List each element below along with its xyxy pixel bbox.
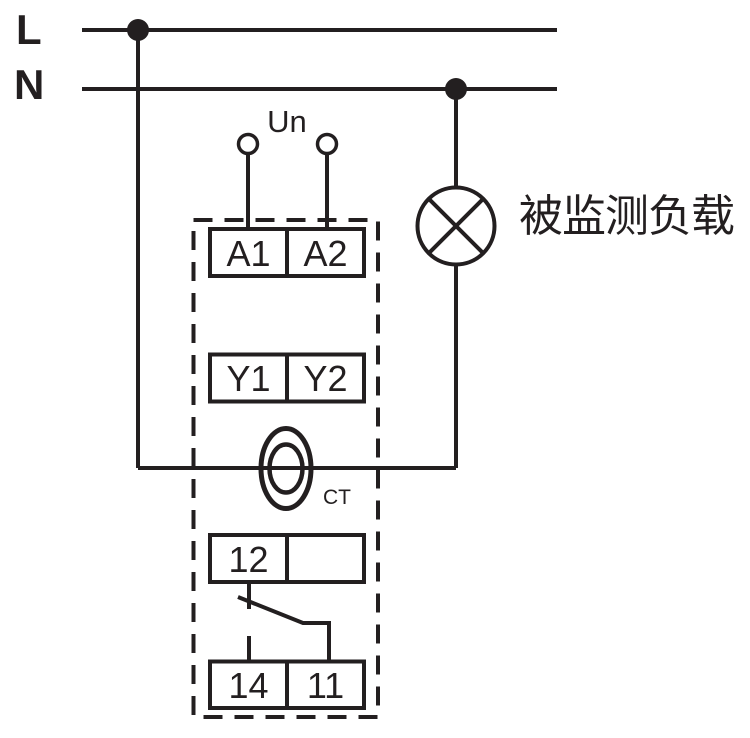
terminal-y2-label: Y2 [303,358,347,399]
neutral-line-label: N [14,61,44,108]
terminal-14-label: 14 [228,665,268,706]
un-terminal-right [315,132,339,156]
relay-switch [237,580,331,663]
live-line-label: L [16,6,42,53]
supply-voltage-label: Un [267,104,307,139]
terminal-12-label: 12 [228,539,268,580]
terminal-box-12: 12 [208,533,366,584]
terminal-11-label: 11 [307,665,344,706]
switch-arm [237,595,331,663]
current-transformer-icon [258,426,314,511]
monitored-load-label: 被监测负载 [519,192,734,241]
terminal-y1-label: Y1 [226,358,270,399]
lamp-load-icon [415,185,497,267]
ct-outer-ring [258,426,314,511]
lamp-cross-line-2 [427,197,485,255]
terminal-box-a: A1 A2 [208,227,366,278]
un-terminal-left [236,132,260,156]
terminal-a1-label: A1 [226,233,270,274]
ct-inner-ring [267,442,305,495]
terminal-box-y: Y1 Y2 [208,352,366,404]
lamp-circle [415,185,497,267]
terminal-box-out: 14 11 [208,659,366,710]
terminal-a2-label: A2 [303,233,347,274]
ct-label: CT [323,486,351,509]
